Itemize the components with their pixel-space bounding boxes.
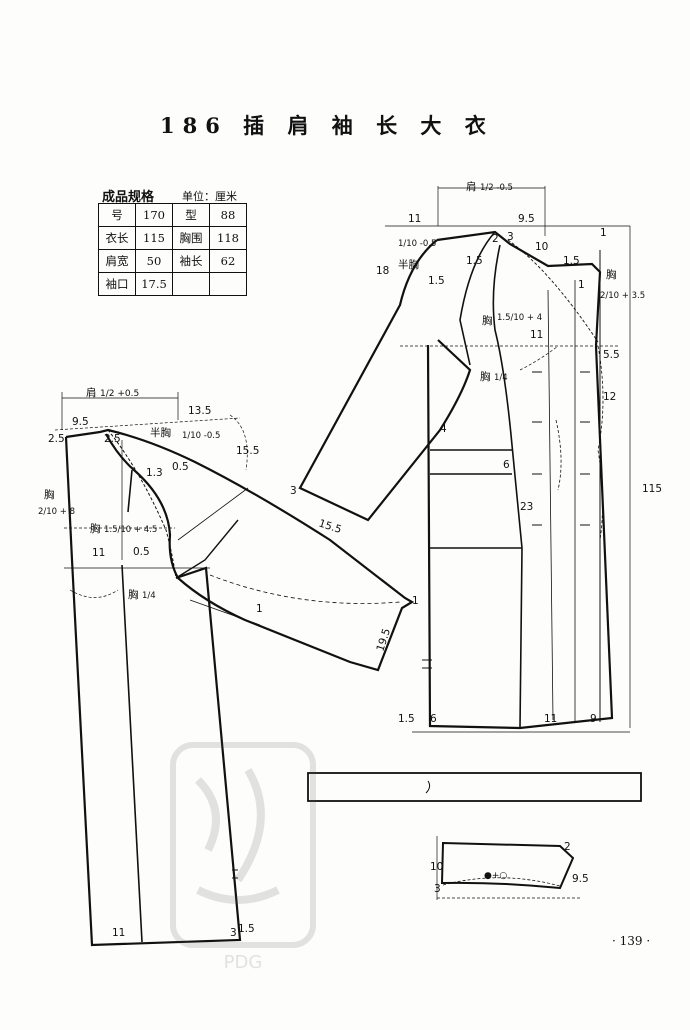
label: 3 [290, 485, 297, 497]
table-cell: 肩宽 [98, 249, 136, 273]
table-cell: 袖口 [98, 272, 136, 296]
label: 1 [412, 595, 419, 607]
table-cell: 170 [135, 203, 173, 227]
label: 1.3 [146, 467, 163, 479]
label: 1.5 [238, 923, 255, 935]
label: 12 [603, 391, 616, 403]
table-cell: 115 [135, 226, 173, 250]
label: 1/10 -0.5 [398, 239, 436, 249]
label: 10 [535, 241, 548, 253]
label: 11 [92, 547, 105, 559]
table-cell: 17.5 [135, 272, 173, 296]
label: 1 [578, 279, 585, 291]
label: 3 [507, 231, 514, 243]
label: 1/2 +0.5 [100, 389, 139, 399]
label: 1/4 [142, 591, 156, 601]
label: 1.5 [563, 255, 580, 267]
label: 9.5 [72, 416, 89, 428]
cuff-piece [436, 836, 580, 900]
back-labels: 肩 1/2 +0.5 9.5 13.5 半胸 1/10 -0.5 2.5 2.5… [38, 386, 419, 939]
seal-watermark: PDG [170, 742, 316, 973]
label: 9 [590, 713, 597, 725]
label: 胸 [480, 370, 491, 383]
back-piece [54, 392, 415, 947]
watermark-text: PDG [224, 952, 263, 973]
cuff-labels: 10 3 2 9.5 ●+○ [430, 841, 589, 895]
label: 肩 [466, 180, 477, 193]
label: 半胸 [398, 258, 419, 271]
spec-unit: 单位：厘米 [182, 190, 237, 203]
label: 2.5 [104, 433, 121, 445]
label: 胸 [482, 314, 493, 327]
table-cell: 号 [98, 203, 136, 227]
collar-strip [307, 772, 642, 802]
table-cell: 胸围 [172, 226, 210, 250]
page-title: 186 插 肩 袖 长 大 衣 [160, 113, 494, 138]
label: 9.5 [518, 213, 535, 225]
label: 10 [430, 861, 443, 873]
table-row: 衣长 115 胸围 118 [98, 226, 247, 250]
label: 胸 [606, 268, 617, 281]
label: 9.5 [572, 873, 589, 885]
label: 11 [530, 329, 543, 341]
label: 5.5 [603, 349, 620, 361]
label: 2/10 + 3.5 [600, 291, 645, 301]
label: 2.5 [48, 433, 65, 445]
label: 2/10 + 8 [38, 507, 75, 517]
label: 胸 [44, 488, 55, 501]
label: 6 [430, 713, 437, 725]
label: 13.5 [188, 405, 211, 417]
label: 18 [376, 265, 389, 277]
table-cell: 50 [135, 249, 173, 273]
label: 11 [408, 213, 421, 225]
label: 胸 [128, 588, 139, 601]
table-cell: 衣长 [98, 226, 136, 250]
label: 1.5/10 + 4.5 [104, 525, 157, 535]
front-piece [298, 186, 631, 733]
label: 1/4 [494, 373, 508, 383]
label: 11 [112, 927, 125, 939]
label: 1.5/10 + 4 [497, 313, 542, 323]
label: 半胸 [150, 426, 171, 439]
front-labels: 肩 1/2 -0.5 11 9.5 2 3 1/10 -0.5 半胸 18 1.… [290, 180, 662, 725]
label: 2 [492, 233, 499, 245]
page-number: · 139 · [612, 934, 651, 948]
label: 0.5 [172, 461, 189, 473]
spec-heading: 成品规格 [102, 190, 155, 205]
label: 1.5 [466, 255, 483, 267]
label: 6 [503, 459, 510, 471]
label: 115 [642, 483, 662, 495]
table-cell: 62 [209, 249, 247, 273]
label: 3 [230, 927, 237, 939]
label: 3 [434, 883, 441, 895]
label: 1.5 [398, 713, 415, 725]
table-cell [209, 272, 247, 296]
table-cell: 88 [209, 203, 247, 227]
spec-table: 号 170 型 88 衣长 115 胸围 118 肩宽 50 袖长 62 袖口 … [98, 203, 247, 296]
label: 1/2 -0.5 [480, 183, 513, 193]
table-row: 袖口 17.5 [98, 272, 247, 296]
label: ●+○ [484, 871, 507, 881]
label: 1 [256, 603, 263, 615]
label: 11 [544, 713, 557, 725]
table-row: 号 170 型 88 [98, 203, 247, 227]
label: 1.5 [428, 275, 445, 287]
label: 15.5 [236, 445, 259, 457]
label: 1 [600, 227, 607, 239]
label: 肩 [86, 386, 97, 399]
label: 胸 [90, 522, 101, 535]
label: 1/10 -0.5 [182, 431, 220, 441]
label: 2 [564, 841, 571, 853]
label: 23 [520, 501, 533, 513]
table-cell: 118 [209, 226, 247, 250]
table-row: 肩宽 50 袖长 62 [98, 249, 247, 273]
label: 0.5 [133, 546, 150, 558]
label: 4 [440, 423, 447, 435]
